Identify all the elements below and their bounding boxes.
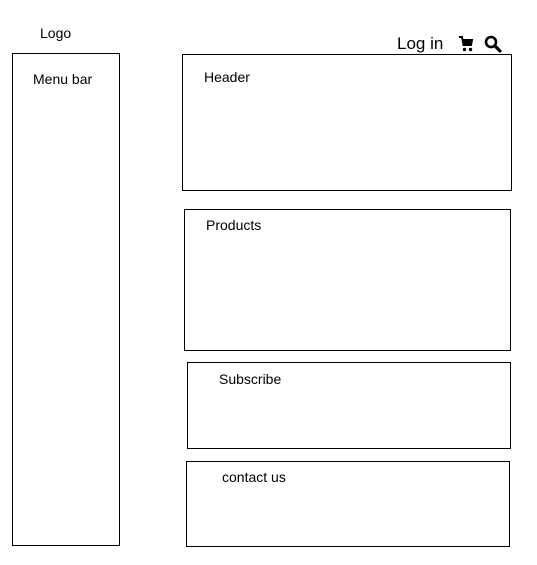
cart-icon[interactable] [458,35,474,53]
search-icon[interactable] [483,35,503,53]
header-label: Header [204,69,250,85]
subscribe-section[interactable]: Subscribe [187,362,511,449]
login-link[interactable]: Log in [397,34,444,53]
contact-label: contact us [222,469,286,485]
subscribe-label: Subscribe [219,371,282,387]
menu-bar[interactable]: Menu bar [12,53,120,546]
top-navigation: Log in [397,33,503,55]
logo[interactable]: Logo [40,25,72,41]
products-label: Products [206,217,262,233]
contact-section[interactable]: contact us [186,461,510,547]
header-section: Header [182,54,512,191]
products-section[interactable]: Products [184,209,511,351]
menu-bar-label: Menu bar [33,71,93,87]
